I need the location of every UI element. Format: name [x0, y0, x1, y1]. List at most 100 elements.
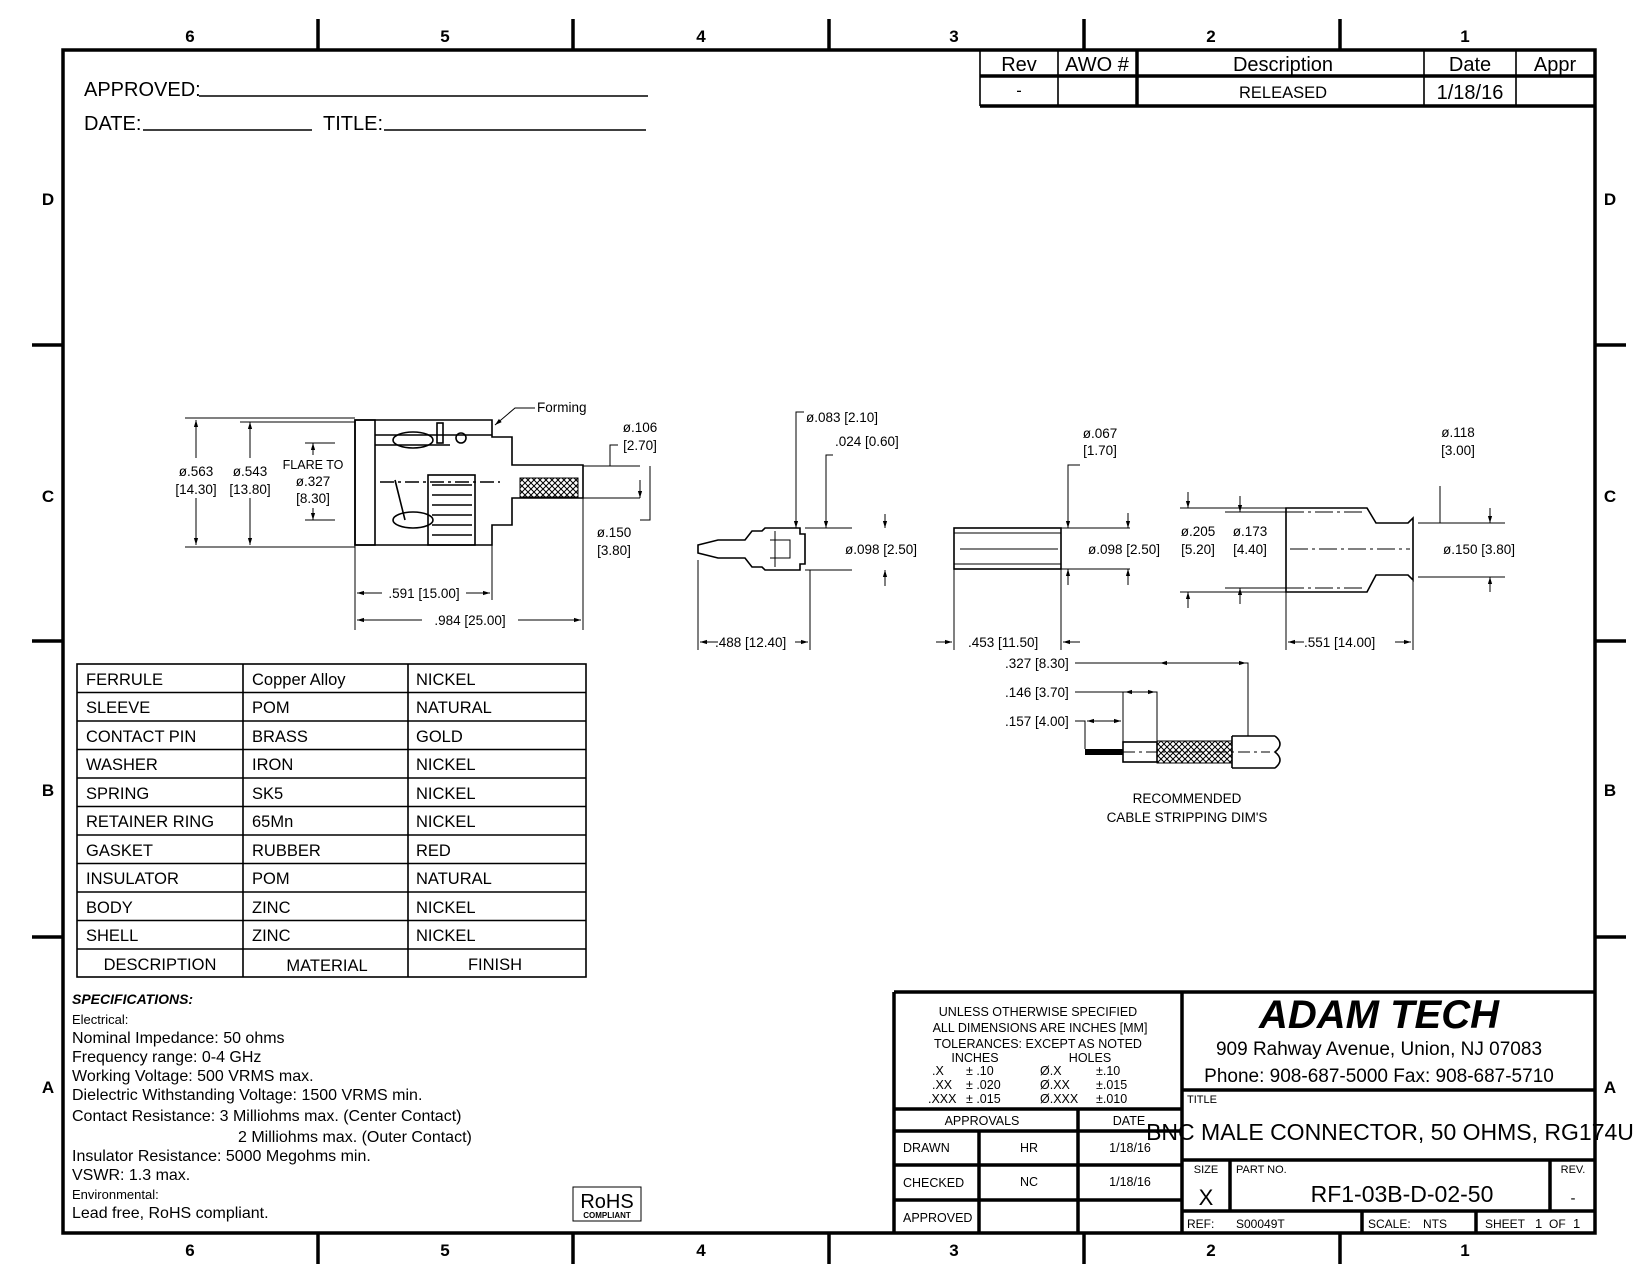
rev-header: Rev: [1001, 54, 1037, 76]
dim-d083: ø.083 [2.10]: [806, 410, 878, 425]
material-row-material: ZINC: [252, 899, 291, 917]
spec-line: Working Voltage: 500 VRMS max.: [72, 1068, 314, 1085]
dim-l327: .327 [8.30]: [1005, 656, 1069, 671]
zone-col-4: 4: [696, 1241, 706, 1260]
dim-d543-mm: [13.80]: [229, 482, 270, 497]
dim-d106-mm: [2.70]: [623, 438, 657, 453]
material-row-finish: NATURAL: [416, 699, 492, 717]
part-no-label: PART NO.: [1236, 1164, 1287, 1176]
dim-d067-mm: [1.70]: [1083, 443, 1117, 458]
zone-labels-top: 6 5 4 3 2 1: [185, 27, 1469, 46]
ref-label: REF:: [1187, 1217, 1214, 1231]
material-row-material: POM: [252, 699, 290, 717]
dim-d024: .024 [0.60]: [835, 434, 899, 449]
zone-col-1: 1: [1460, 1241, 1469, 1260]
material-row-description: SLEEVE: [86, 699, 150, 717]
title-block: UNLESS OTHERWISE SPECIFIED ALL DIMENSION…: [892, 990, 1634, 1233]
date-label: DATE:: [84, 113, 141, 135]
rohs-logo: RoHS COMPLIANT: [572, 1186, 642, 1222]
material-row-material: BRASS: [252, 728, 308, 746]
zone-col-6: 6: [185, 27, 194, 46]
flare-note-3: [8.30]: [296, 491, 330, 506]
zone-row-a: A: [1604, 1078, 1616, 1097]
zone-col-3: 3: [949, 27, 958, 46]
tolerance-cell: ± .020: [966, 1078, 1001, 1092]
title-label: TITLE: [1187, 1094, 1217, 1106]
sleeve-view: ø.067 [1.70] ø.098 [2.50] .453 [11.50]: [936, 426, 1160, 650]
zone-col-3: 3: [949, 1241, 958, 1260]
sheet-of-label: OF: [1549, 1217, 1566, 1231]
approvals-header: APPROVALS: [945, 1114, 1020, 1128]
zone-ticks: [32, 19, 1626, 1264]
company-logo: ADAM TECH: [1258, 993, 1500, 1037]
rev-value: -: [1571, 1190, 1576, 1207]
scale-value: NTS: [1423, 1217, 1447, 1231]
rev-value: -: [1016, 82, 1022, 100]
material-row-finish: NICKEL: [416, 756, 476, 774]
tolerance-inches-label: INCHES: [951, 1051, 998, 1065]
awo-header: AWO #: [1065, 54, 1130, 76]
dim-d205: ø.205: [1181, 524, 1216, 539]
approvals-date-header: DATE: [1113, 1114, 1145, 1128]
material-row-description: SHELL: [86, 927, 138, 945]
rohs-logo-subtext: COMPLIANT: [583, 1211, 631, 1220]
spec-line: VSWR: 1.3 max.: [72, 1167, 190, 1184]
specifications: SPECIFICATIONS: Electrical: Nominal Impe…: [72, 991, 642, 1222]
zone-row-a: A: [42, 1078, 54, 1097]
zone-col-2: 2: [1206, 1241, 1215, 1260]
tolerance-cell: Ø.XXX: [1040, 1092, 1079, 1106]
zone-col-6: 6: [185, 1241, 194, 1260]
specifications-title: SPECIFICATIONS:: [72, 991, 193, 1007]
scale-label: SCALE:: [1368, 1217, 1411, 1231]
spec-line: 2 Milliohms max. (Outer Contact): [238, 1129, 472, 1146]
part-number: RF1-03B-D-02-50: [1311, 1181, 1494, 1207]
tolerance-cell: .X: [932, 1064, 944, 1078]
dim-l488: .488 [12.40]: [715, 635, 786, 650]
dim-pin-d098: ø.098 [2.50]: [845, 542, 917, 557]
tolerance-cell: ± .015: [966, 1092, 1001, 1106]
dim-sleeve-d098: ø.098 [2.50]: [1088, 542, 1160, 557]
ferrule-knurl: [519, 477, 579, 498]
approval-date: 1/18/16: [1109, 1175, 1151, 1189]
dim-l453: .453 [11.50]: [968, 635, 1038, 650]
material-row-finish: GOLD: [416, 728, 463, 746]
title-label: TITLE:: [323, 113, 383, 135]
approval-role: CHECKED: [903, 1176, 964, 1190]
material-row-description: GASKET: [86, 842, 153, 860]
forming-label: Forming: [537, 400, 587, 415]
tolerance-cell: ±.010: [1096, 1092, 1127, 1106]
material-row-finish: NICKEL: [416, 671, 476, 689]
revision-description: RELEASED: [1239, 84, 1327, 102]
dim-d173: ø.173: [1233, 524, 1268, 539]
material-row-description: WASHER: [86, 756, 158, 774]
stripping-caption-1: RECOMMENDED: [1133, 791, 1242, 806]
tolerance-cell: ±.10: [1096, 1064, 1120, 1078]
tolerance-cell: .XXX: [928, 1092, 957, 1106]
approval-role: DRAWN: [903, 1141, 950, 1155]
dim-l157: .157 [4.00]: [1005, 714, 1069, 729]
material-row-material: Copper Alloy: [252, 671, 346, 689]
spec-line: Lead free, RoHS compliant.: [72, 1205, 269, 1222]
dim-l591: .591 [15.00]: [388, 586, 459, 601]
material-row-finish: NICKEL: [416, 899, 476, 917]
zone-row-d: D: [42, 190, 54, 209]
size-label: SIZE: [1194, 1164, 1218, 1176]
sheet-total: 1: [1573, 1216, 1580, 1231]
ferrule-view: ø.205 [5.20] ø.173 [4.40] ø.118 [3.00] ø…: [1180, 425, 1515, 650]
materials-header-material: MATERIAL: [286, 957, 367, 975]
zone-row-c: C: [42, 487, 54, 506]
date-header: Date: [1449, 54, 1491, 76]
material-row-material: RUBBER: [252, 842, 321, 860]
zone-row-b: B: [42, 781, 54, 800]
approval-name: NC: [1020, 1175, 1038, 1189]
material-row-finish: RED: [416, 842, 451, 860]
tolerance-line-2: ALL DIMENSIONS ARE INCHES [MM]: [933, 1021, 1148, 1035]
dim-l984: .984 [25.00]: [434, 613, 505, 628]
material-row-material: POM: [252, 870, 290, 888]
tolerance-line-3: TOLERANCES: EXCEPT AS NOTED: [934, 1037, 1142, 1051]
zone-col-4: 4: [696, 27, 706, 46]
dim-d543: ø.543: [233, 464, 268, 479]
material-row-description: CONTACT PIN: [86, 728, 196, 746]
dim-d106: ø.106: [623, 420, 658, 435]
tolerance-cell: ±.015: [1096, 1078, 1127, 1092]
